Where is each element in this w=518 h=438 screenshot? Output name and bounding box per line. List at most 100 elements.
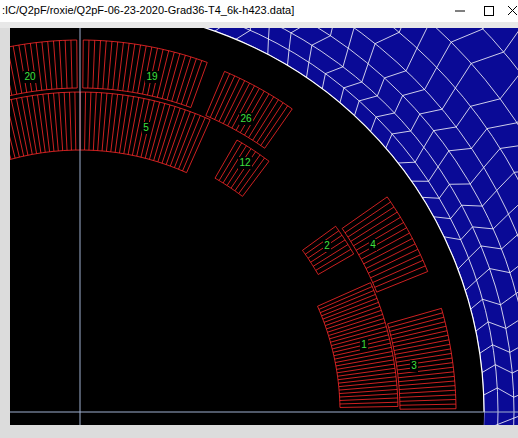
- conductor-turn: [162, 108, 180, 163]
- mesh-line: [10, 28, 484, 425]
- conductor-turn: [70, 92, 72, 150]
- block-number: 3: [410, 360, 418, 372]
- mesh-line: [287, 28, 427, 65]
- coil-block: [318, 283, 398, 408]
- coil-block: [10, 40, 77, 112]
- conductor-turn: [179, 115, 201, 169]
- conductor-turn: [340, 402, 398, 404]
- coil-block: [215, 140, 269, 196]
- conductor-turn: [390, 317, 444, 331]
- conductor-turn: [340, 398, 398, 401]
- window-border: [0, 425, 518, 438]
- coil-block: [83, 40, 207, 108]
- conductor-turn: [128, 97, 139, 154]
- yoke-mesh: [10, 28, 518, 425]
- conductor-turn: [174, 114, 195, 168]
- conductor-turn: [13, 46, 22, 93]
- conductor-turn: [98, 41, 101, 89]
- block-outline: [215, 140, 269, 196]
- yoke-boundary: [10, 28, 484, 412]
- conductor-turn: [257, 103, 283, 143]
- conductor-turn: [397, 363, 453, 370]
- window-border: [0, 22, 518, 28]
- conductor-turn: [395, 344, 450, 354]
- conductor-turn: [16, 98, 28, 155]
- mesh-line: [215, 28, 306, 31]
- maximize-icon: [485, 7, 494, 16]
- conductor-turn: [38, 95, 46, 152]
- conductor-turn: [325, 306, 380, 325]
- conductor-turn: [103, 41, 106, 89]
- conductor-turn: [88, 40, 89, 88]
- conductor-turn: [166, 110, 185, 165]
- mesh-line: [10, 28, 498, 425]
- mesh-line: [465, 208, 518, 291]
- mesh-line: [10, 28, 518, 425]
- conductor-turn: [323, 298, 377, 319]
- conductor-turn: [239, 158, 265, 194]
- conductor-turn: [311, 240, 345, 262]
- mesh-line: [10, 28, 518, 425]
- title-bar: [0, 0, 518, 22]
- block-outline: [318, 283, 398, 408]
- conductor-turn: [397, 358, 452, 366]
- conductor-turn: [320, 290, 374, 312]
- mesh-line: [386, 28, 518, 148]
- iron-yoke: [10, 28, 518, 425]
- conductor-turn: [54, 93, 59, 151]
- conductor-turn: [338, 368, 395, 376]
- window-controls: [455, 6, 517, 16]
- left-panel: [0, 28, 10, 438]
- conductor-turn: [337, 364, 394, 373]
- mesh-line: [236, 28, 341, 39]
- conductor-turn: [400, 395, 456, 398]
- conductor-turn: [339, 389, 397, 393]
- conductor-turn: [231, 152, 256, 188]
- conductor-turn: [400, 399, 456, 401]
- conductor-turn: [170, 112, 190, 166]
- conductor-turn: [348, 207, 394, 237]
- conductor-turn: [329, 318, 384, 335]
- conductor-turn: [93, 40, 95, 88]
- conductor-turn: [118, 43, 124, 91]
- conductor-turn: [10, 103, 11, 159]
- conductor-turn: [319, 287, 372, 310]
- conductor-turn: [371, 255, 421, 278]
- mesh-line: [10, 28, 518, 425]
- minimize-icon: [455, 11, 465, 12]
- conductor-turn: [32, 96, 41, 153]
- conductor-turn: [399, 390, 455, 393]
- conductor-turn: [124, 97, 134, 154]
- conductor-turn: [235, 155, 260, 191]
- coil-blocks: [10, 40, 456, 409]
- mesh-line: [306, 28, 458, 77]
- mesh-line: [458, 173, 518, 269]
- conductor-turn: [74, 92, 76, 150]
- conductor-turn: [167, 54, 180, 100]
- block-number: 19: [145, 71, 158, 83]
- mesh-line: [10, 28, 518, 425]
- conductor-turn: [232, 86, 255, 128]
- block-outline: [342, 197, 428, 292]
- block-number: 26: [239, 113, 252, 125]
- window-title: :IC/Q2pF/roxie/Q2pF-06-23-2020-Grad36-T4…: [2, 4, 294, 16]
- conductor-turn: [85, 92, 86, 150]
- block-number: 12: [238, 157, 251, 169]
- conductor-turn: [373, 260, 423, 282]
- conductor-turn: [308, 235, 342, 258]
- mesh-line: [322, 28, 485, 89]
- coil-block: [342, 197, 428, 292]
- conductor-turn: [340, 394, 398, 397]
- mesh-line: [480, 306, 518, 354]
- conductor-turn: [158, 106, 175, 161]
- conductor-turn: [108, 41, 112, 89]
- conductor-turn: [326, 310, 381, 329]
- conductor-turn: [59, 93, 63, 151]
- conductor-turn: [10, 101, 19, 157]
- block-outline: [10, 40, 77, 112]
- conductor-turn: [10, 48, 12, 95]
- conductor-turn: [368, 249, 418, 273]
- conductor-turn: [333, 339, 389, 352]
- conductor-turn: [106, 94, 112, 152]
